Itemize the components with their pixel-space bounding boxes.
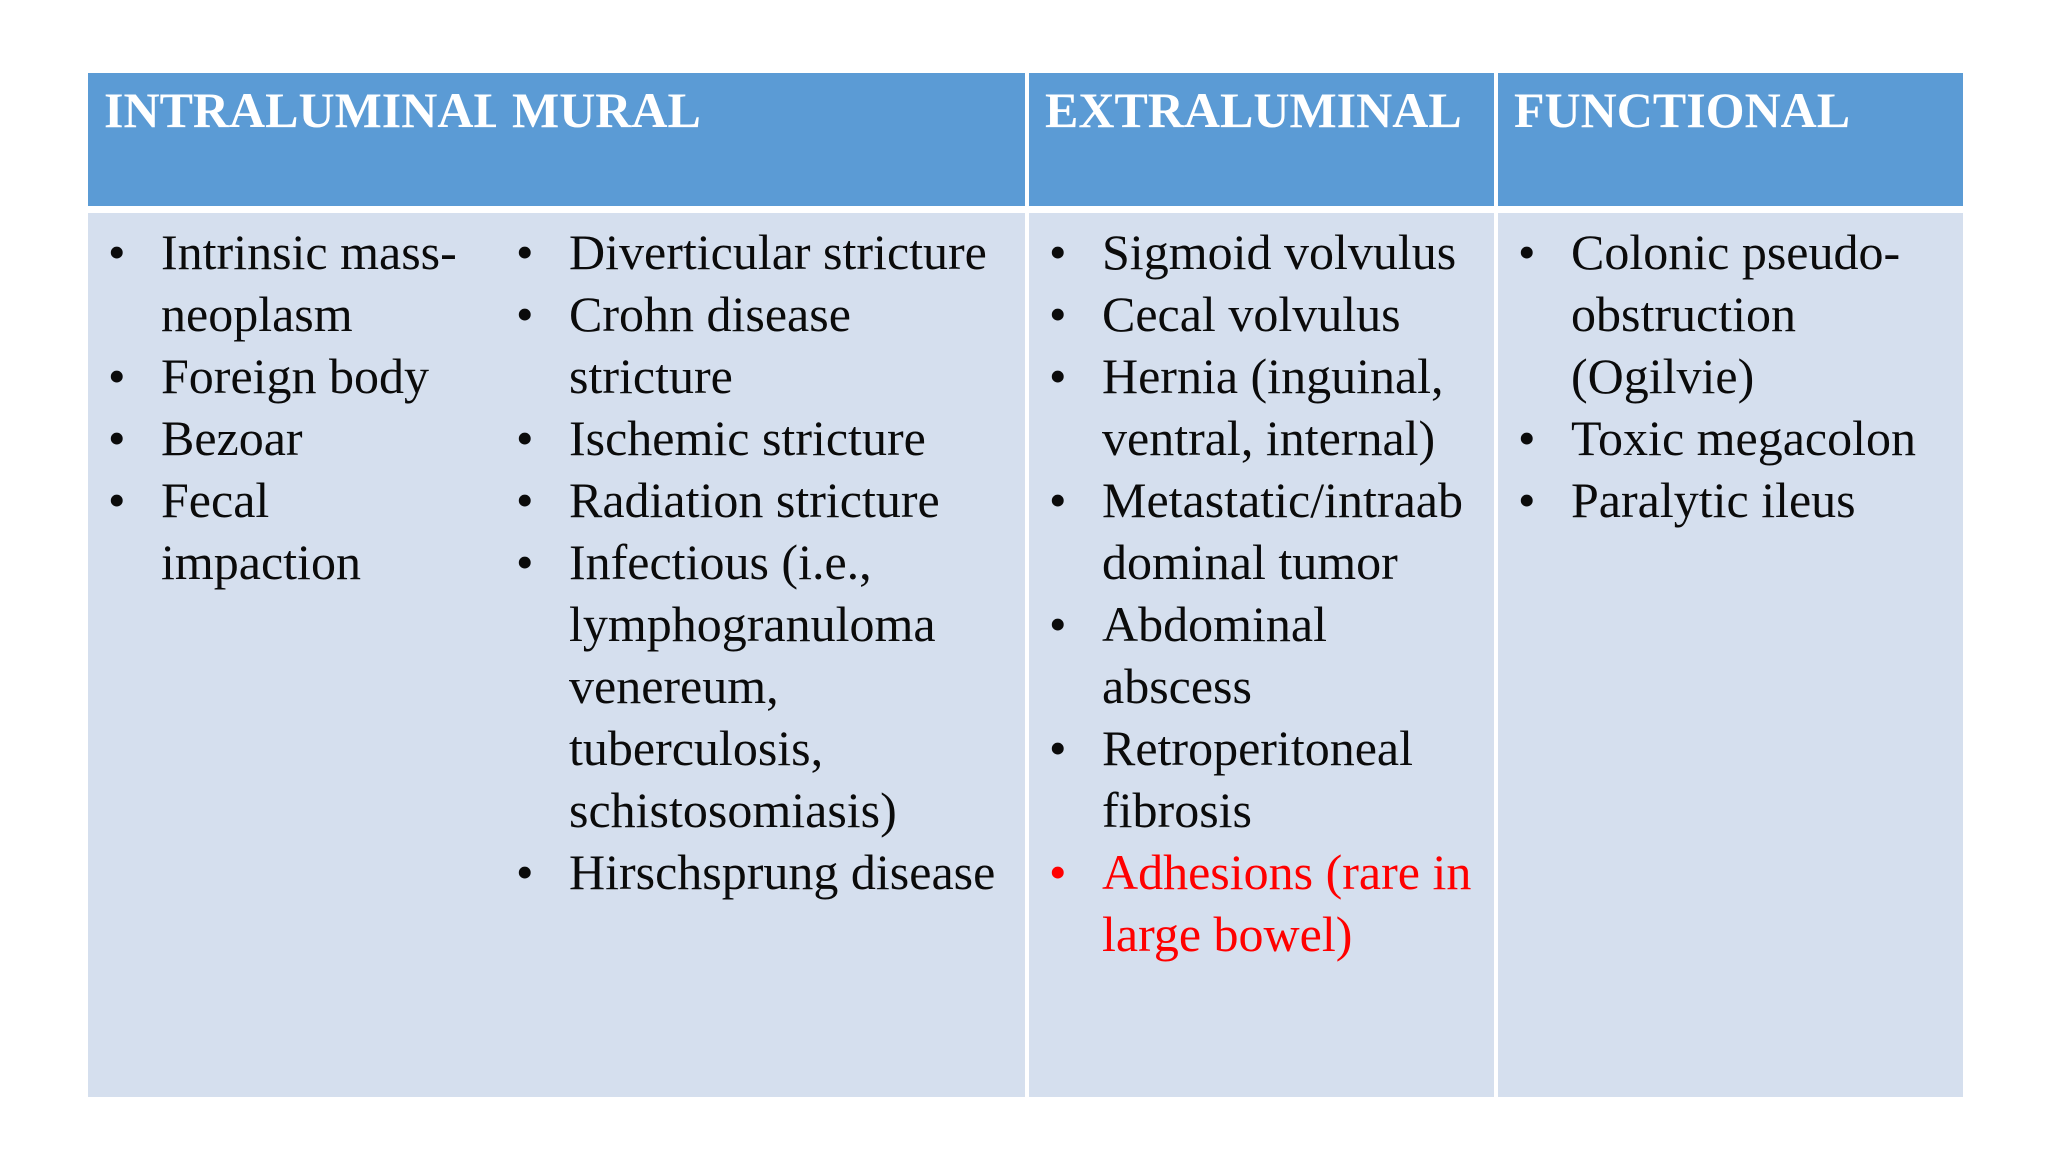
column-body: • Intrinsic mass- neoplasm • Foreign body • B… (88, 213, 545, 1097)
list-item: • Hernia (inguinal, ventral, internal) (1029, 345, 1482, 469)
bullet-icon: • (1049, 348, 1067, 404)
column-body: • Colonic pseudo- obstruction (Ogilvie) • T… (1498, 213, 1963, 1097)
item-list: • Diverticular stricture • Crohn disease st… (496, 221, 1013, 903)
column-header-extraluminal: EXTRALUMINAL (1029, 73, 1494, 206)
item-list: • Colonic pseudo- obstruction (Ogilvie) • T… (1498, 221, 1951, 531)
bullet-icon: • (516, 410, 534, 466)
bullet-icon: • (516, 534, 534, 590)
bullet-icon: • (1049, 286, 1067, 342)
bullet-icon: • (108, 472, 126, 528)
bullet-icon: • (516, 472, 534, 528)
bullet-icon: • (516, 224, 534, 280)
column-header-functional: FUNCTIONAL (1498, 73, 1963, 206)
list-item: • Infectious (i.e., lymphogranuloma vener… (496, 531, 1013, 841)
bullet-icon: • (1049, 720, 1067, 776)
list-item-text: Fecal impaction (161, 472, 361, 590)
table-column: FUNCTIONAL • Colonic pseudo- obstruction … (1498, 73, 1963, 1097)
table-column: MURAL • Diverticular stricture • Crohn dise… (496, 73, 1025, 1097)
bullet-icon: • (1049, 844, 1067, 900)
list-item: • Retroperitoneal fibrosis (1029, 717, 1482, 841)
list-item-text: Toxic megacolon (1571, 410, 1916, 466)
list-item: • Ischemic stricture (496, 407, 1013, 469)
list-item-text: Retroperitoneal fibrosis (1102, 720, 1413, 838)
list-item: • Paralytic ileus (1498, 469, 1951, 531)
list-item-text: Metastatic/intraab dominal tumor (1102, 472, 1463, 590)
bullet-icon: • (1518, 410, 1536, 466)
bullet-icon: • (1049, 596, 1067, 652)
list-item: • Crohn disease stricture (496, 283, 1013, 407)
bullet-icon: • (108, 410, 126, 466)
list-item-text: Paralytic ileus (1571, 472, 1856, 528)
list-item: • Adhesions (rare in large bowel) (1029, 841, 1482, 965)
differential-table: INTRALUMINAL •Intrinsic mass- neoplasm•F… (88, 73, 1963, 1097)
column-body: • Diverticular stricture • Crohn disease st… (496, 213, 1025, 1097)
list-item-text: Abdominal abscess (1102, 596, 1327, 714)
list-item: • Foreign body (88, 345, 533, 407)
list-item: • Radiation stricture (496, 469, 1013, 531)
list-item: • Fecal impaction (88, 469, 533, 593)
bullet-icon: • (1049, 472, 1067, 528)
bullet-icon: • (1049, 224, 1067, 280)
item-list: • Sigmoid volvulus • Cecal volvulus • Hernia … (1029, 221, 1482, 965)
list-item: • Toxic megacolon (1498, 407, 1951, 469)
list-item-text: Hirschsprung disease (569, 844, 996, 900)
list-item: • Abdominal abscess (1029, 593, 1482, 717)
list-item: • Metastatic/intraab dominal tumor (1029, 469, 1482, 593)
bullet-icon: • (516, 286, 534, 342)
list-item: • Cecal volvulus (1029, 283, 1482, 345)
list-item-text: Ischemic stricture (569, 410, 926, 466)
table-column: EXTRALUMINAL • Sigmoid volvulus • Cecal vol… (1029, 73, 1494, 1097)
list-item-text: Cecal volvulus (1102, 286, 1401, 342)
list-item-text: Colonic pseudo- obstruction (Ogilvie) (1571, 224, 1901, 404)
list-item-text: Foreign body (161, 348, 430, 404)
list-item: • Bezoar (88, 407, 533, 469)
list-item-text: Adhesions (rare in large bowel) (1102, 844, 1472, 962)
list-item: • Sigmoid volvulus (1029, 221, 1482, 283)
list-item-text: Intrinsic mass- neoplasm (161, 224, 457, 342)
column-header-mural: MURAL (496, 73, 1025, 206)
list-item-text: Hernia (inguinal, ventral, internal) (1102, 348, 1444, 466)
list-item: • Hirschsprung disease (496, 841, 1013, 903)
list-item: • Colonic pseudo- obstruction (Ogilvie) (1498, 221, 1951, 407)
column-header-intraluminal: INTRALUMINAL (88, 73, 545, 206)
bullet-icon: • (1518, 472, 1536, 528)
bullet-icon: • (1518, 224, 1536, 280)
table-column: INTRALUMINAL • Intrinsic mass- neoplasm • F… (88, 73, 545, 1097)
item-list: • Intrinsic mass- neoplasm • Foreign body • B… (88, 221, 533, 593)
list-item-text: Sigmoid volvulus (1102, 224, 1457, 280)
list-item: • Diverticular stricture (496, 221, 1013, 283)
list-item-text: Bezoar (161, 410, 303, 466)
bullet-icon: • (516, 844, 534, 900)
column-body: • Sigmoid volvulus • Cecal volvulus • Hernia … (1029, 213, 1494, 1097)
bullet-icon: • (108, 348, 126, 404)
bullet-icon: • (108, 224, 126, 280)
list-item-text: Diverticular stricture (569, 224, 987, 280)
list-item-text: Infectious (i.e., lymphogranuloma venere… (569, 534, 936, 838)
list-item-text: Crohn disease stricture (569, 286, 851, 404)
list-item-text: Radiation stricture (569, 472, 940, 528)
list-item: • Intrinsic mass- neoplasm (88, 221, 533, 345)
